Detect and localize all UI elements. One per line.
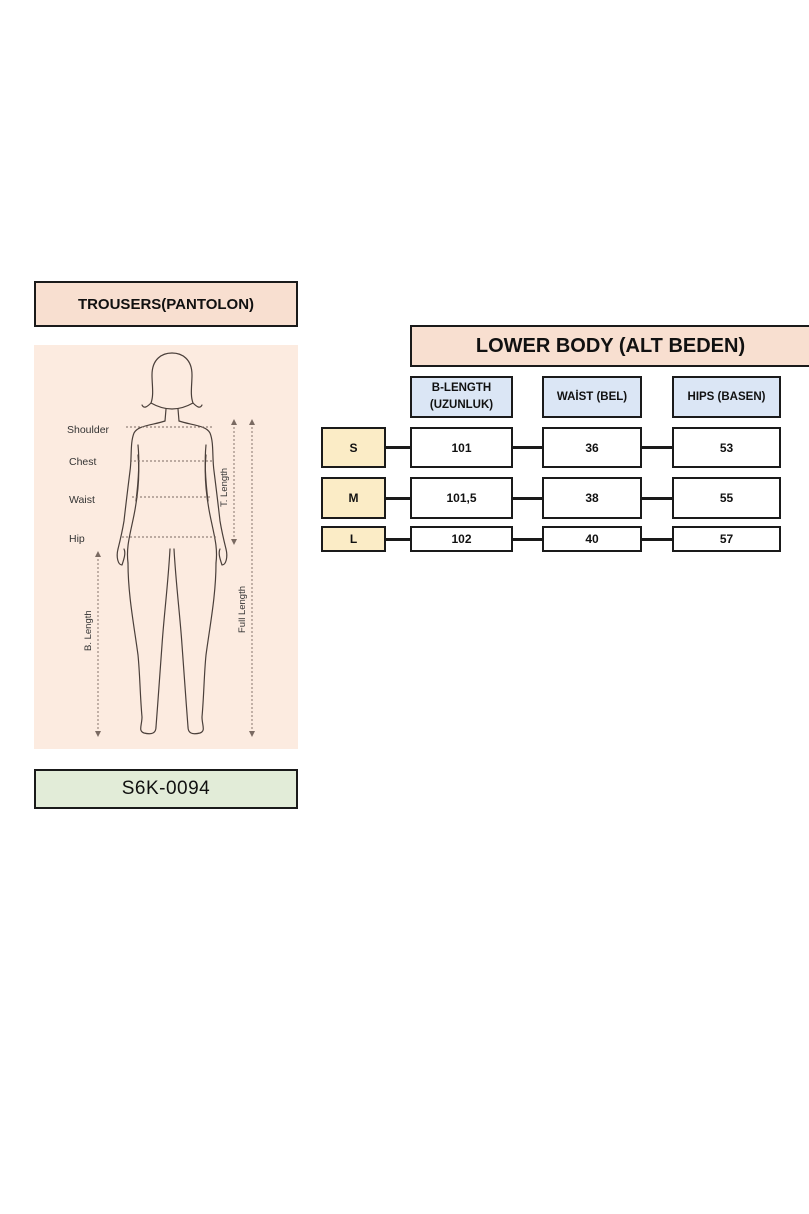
cell-s-b-length: 101: [410, 427, 513, 468]
row-connector: [642, 446, 672, 449]
cell-l-waist: 40: [542, 526, 642, 552]
row-connector: [386, 497, 410, 500]
cell-m-hips: 55: [672, 477, 781, 519]
t-length-label: T. Length: [219, 467, 230, 507]
header-hips: HIPS (BASEN): [672, 376, 781, 418]
lower-body-title: LOWER BODY (ALT BEDEN): [410, 325, 809, 367]
row-connector: [642, 497, 672, 500]
body-silhouette-illustration: [95, 352, 255, 737]
row-connector: [386, 446, 410, 449]
header-b-length: B-LENGTH (UZUNLUK): [410, 376, 513, 418]
cell-m-waist: 38: [542, 477, 642, 519]
header-waist: WAİST (BEL): [542, 376, 642, 418]
row-connector: [513, 446, 542, 449]
cell-l-b-length: 102: [410, 526, 513, 552]
row-connector: [513, 497, 542, 500]
full-length-label: Full Length: [237, 585, 248, 633]
cell-s-waist: 36: [542, 427, 642, 468]
product-code: S6K-0094: [34, 769, 298, 809]
hip-label: Hip: [69, 533, 85, 545]
b-length-label: B. Length: [83, 610, 94, 651]
cell-m-b-length: 101,5: [410, 477, 513, 519]
cell-l-hips: 57: [672, 526, 781, 552]
row-connector: [513, 538, 542, 541]
size-m: M: [321, 477, 386, 519]
size-l: L: [321, 526, 386, 552]
chest-label: Chest: [69, 456, 97, 468]
cell-s-hips: 53: [672, 427, 781, 468]
row-connector: [386, 538, 410, 541]
size-s: S: [321, 427, 386, 468]
trousers-title: TROUSERS(PANTOLON): [34, 281, 298, 327]
waist-label: Waist: [69, 494, 95, 506]
row-connector: [642, 538, 672, 541]
body-measurement-figure: Shoulder Chest Waist Hip B. Length T. Le…: [34, 345, 298, 749]
shoulder-label: Shoulder: [67, 424, 110, 436]
